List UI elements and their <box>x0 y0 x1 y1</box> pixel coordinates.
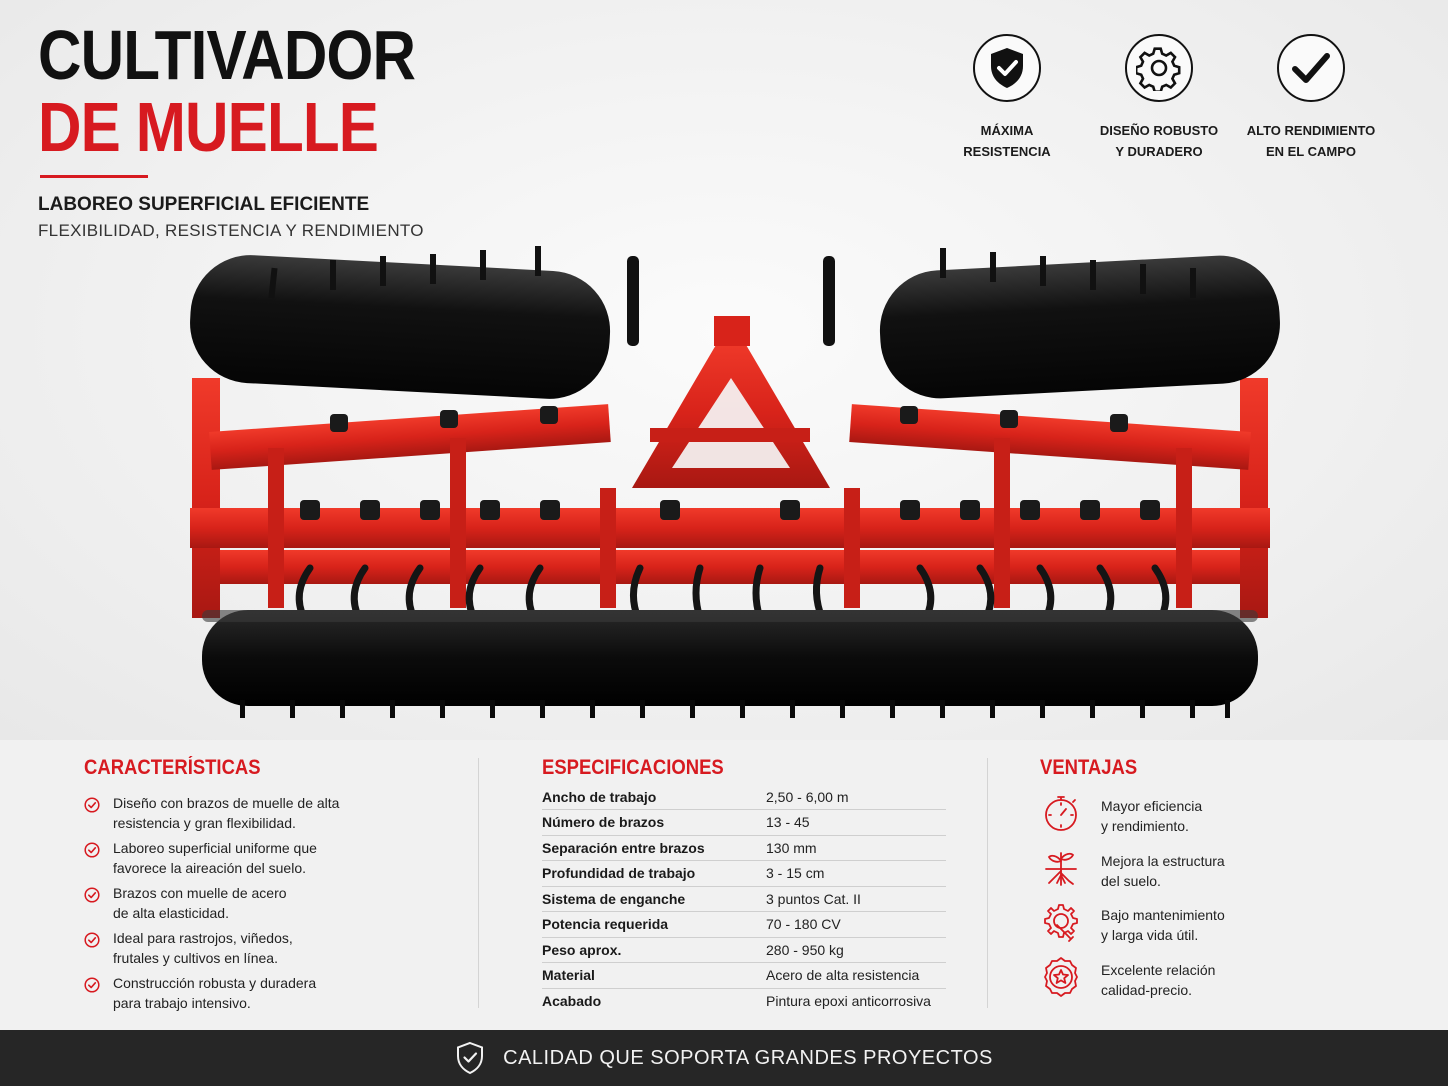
list-item-line: Construcción robusta y duradera <box>113 975 317 991</box>
list-item-line: y larga vida útil. <box>1101 927 1199 943</box>
list-item-line: Laboreo superficial uniforme que <box>113 840 317 856</box>
spec-key: Número de brazos <box>542 809 766 836</box>
list-item: Brazos con muelle de acero de alta elast… <box>84 884 384 929</box>
gear-wrench-icon <box>1044 904 1078 942</box>
ventajas-title: VENTAJAS <box>1040 756 1138 779</box>
list-item-line: resistencia y gran flexibilidad. <box>113 814 296 831</box>
list-item-line: calidad-precio. <box>1101 981 1193 998</box>
footer-text: CALIDAD QUE SOPORTA GRANDES PROYECTOS <box>503 1046 993 1069</box>
badge-label: MÁXIMA <box>980 123 1034 138</box>
spec-key: Profundidad de trabajo <box>542 860 766 887</box>
gear-icon <box>1125 34 1193 102</box>
checkmark-icon <box>1277 34 1345 102</box>
spec-key: Acabado <box>542 993 602 1009</box>
list-item-line: frutales y cultivos en línea. <box>113 949 278 966</box>
plant-roots-icon <box>1045 851 1077 886</box>
list-item-line: favorece la aireación del suelo. <box>113 859 307 876</box>
list-item-line: Brazos con muelle de acero <box>113 885 287 901</box>
spec-value: 3 - 15 cm <box>766 860 946 887</box>
list-item: Construcción robusta y duradera para tra… <box>84 974 384 1019</box>
list-item: Mayor eficiencia y rendimiento. <box>1040 792 1300 847</box>
badge-label: RESISTENCIA <box>963 144 1051 159</box>
spec-key: Sistema de enganche <box>542 886 766 912</box>
list-item-line: y rendimiento. <box>1101 818 1189 834</box>
list-item-line: del suelo. <box>1101 872 1161 889</box>
list-item: Laboreo superficial uniforme que favorec… <box>84 839 384 884</box>
column-divider <box>478 758 479 1008</box>
shield-check-icon <box>457 1041 484 1075</box>
check-circle-icon <box>84 887 100 903</box>
subtitle: LABOREO SUPERFICIAL EFICIENTE <box>38 194 370 215</box>
badge-diseno: DISEÑO ROBUSTO Y DURADERO <box>1084 34 1234 162</box>
check-circle-icon <box>84 932 100 948</box>
spec-key: Material <box>542 962 766 989</box>
badge-label: Y DURADERO <box>1115 144 1203 159</box>
especificaciones-title: ESPECIFICACIONES <box>542 756 724 779</box>
list-item: Diseño con brazos de muelle de alta resi… <box>84 794 384 839</box>
column-divider <box>987 758 988 1008</box>
caracteristicas-list: Diseño con brazos de muelle de alta resi… <box>84 794 384 1019</box>
feature-badges: MÁXIMA RESISTENCIA DISEÑO ROBUSTO Y DURA… <box>940 34 1410 174</box>
list-item: Mejora la estructura del suelo. <box>1040 847 1300 902</box>
spec-key: Peso aprox. <box>542 937 766 963</box>
list-item: Ideal para rastrojos, viñedos, frutales … <box>84 929 384 974</box>
spec-key: Potencia requerida <box>542 911 766 938</box>
spec-key: Separación entre brazos <box>542 835 766 861</box>
spec-value: 70 - 180 CV <box>766 911 946 938</box>
list-item-line: Mejora la estructura <box>1101 852 1225 869</box>
check-circle-icon <box>84 797 100 813</box>
list-item-line: Mayor eficiencia <box>1101 798 1203 814</box>
spec-value: 3 puntos Cat. II <box>766 886 946 912</box>
list-item-line: Ideal para rastrojos, viñedos, <box>113 930 293 946</box>
check-circle-icon <box>84 842 100 858</box>
badge-resistencia: MÁXIMA RESISTENCIA <box>932 34 1082 162</box>
table-row: Peso aprox.280 - 950 kg <box>542 937 946 963</box>
page-title-line2: DE MUELLE <box>38 88 379 166</box>
page-title-line1: CULTIVADOR <box>38 16 416 94</box>
caracteristicas-title: CARACTERÍSTICAS <box>84 756 261 779</box>
list-item-line: Bajo mantenimiento <box>1101 907 1225 923</box>
list-item: Bajo mantenimiento y larga vida útil. <box>1040 901 1300 956</box>
stopwatch-icon <box>1045 796 1077 831</box>
table-row: Acabado Pintura epoxi anticorrosiva <box>542 988 946 1014</box>
spring-cultivator-image <box>190 246 1280 718</box>
spec-value: Acero de alta resistencia <box>766 962 946 989</box>
check-circle-icon <box>84 977 100 993</box>
spec-value: 2,50 - 6,00 m <box>766 784 946 810</box>
ventajas-list: Mayor eficiencia y rendimiento. Mejora l… <box>1040 792 1300 1010</box>
footer-banner: CALIDAD QUE SOPORTA GRANDES PROYECTOS <box>0 1030 1448 1086</box>
title-underline <box>40 175 148 178</box>
list-item-line: de alta elasticidad. <box>113 904 229 921</box>
spec-value: 13 - 45 <box>766 809 946 836</box>
tagline: FLEXIBILIDAD, RESISTENCIA Y RENDIMIENTO <box>38 221 424 240</box>
list-item-line: Excelente relación <box>1101 961 1216 978</box>
spec-key: Ancho de trabajo <box>542 784 766 810</box>
shield-check-icon <box>973 34 1041 102</box>
list-item: Excelente relación calidad-precio. <box>1040 956 1300 1011</box>
list-item-line: Diseño con brazos de muelle de alta <box>113 795 340 811</box>
badge-rendimiento: ALTO RENDIMIENTO EN EL CAMPO <box>1236 34 1386 162</box>
spec-value: Pintura epoxi anticorrosiva <box>766 993 931 1009</box>
spec-value: 280 - 950 kg <box>766 937 946 963</box>
badge-label: DISEÑO ROBUSTO <box>1099 123 1219 138</box>
badge-label: EN EL CAMPO <box>1265 144 1357 159</box>
badge-label: ALTO RENDIMIENTO <box>1246 123 1376 138</box>
spec-value: 130 mm <box>766 835 946 861</box>
list-item-line: para trabajo intensivo. <box>113 994 251 1011</box>
star-seal-icon <box>1044 956 1078 997</box>
